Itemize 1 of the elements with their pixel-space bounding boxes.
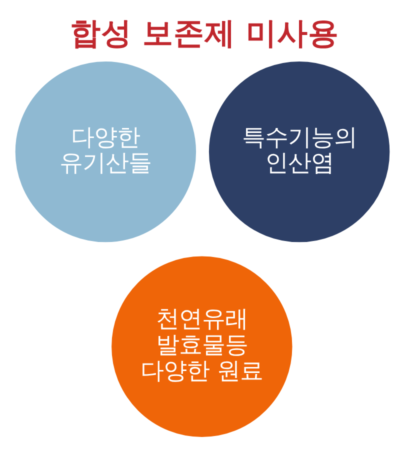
diagram-title: 합성 보존제 미사용	[70, 16, 340, 52]
